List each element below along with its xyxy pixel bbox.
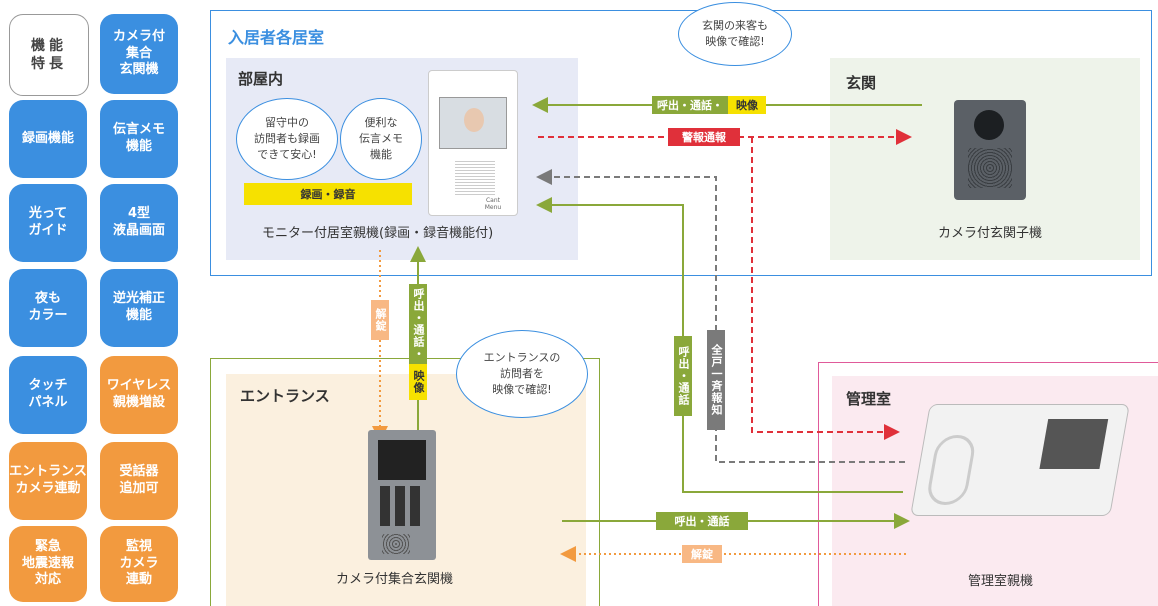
alarm-office-line [751,137,900,440]
office-unlock-label: 解錠 [682,545,722,563]
feature-tile: 監視 カメラ 連動 [100,526,178,602]
door-speaker [968,148,1012,188]
monitor-device: Cant Menu [428,70,518,216]
feature-tile: 4型 液晶画面 [100,184,178,262]
feature-tile: 夜も カラー [9,269,87,347]
entrance-hall-frame [210,358,600,606]
video-v-label: 映像 [409,364,427,400]
camera-lens [974,110,1004,140]
door-visitor-bubble: 玄関の来客も 映像で確認! [678,2,792,66]
feature-tile: 録画機能 [9,100,87,178]
memo-bubble: 便利な 伝言メモ 機能 [340,98,422,180]
door-camera-device [954,100,1026,200]
office-call-v-label: 呼出・通話 [674,336,692,416]
office-frame [818,362,1158,606]
video-label: 映像 [728,96,766,114]
entrance-hall-zone-title: エントランス [240,387,330,405]
room-zone-title: 部屋内 [238,70,284,88]
call-talk-v-label: 呼出・通話・ [409,284,427,364]
feature-tile: 受話器 追加可 [100,442,178,520]
door-camera-caption: カメラ付玄関子機 [938,226,1043,241]
residents-zone [210,10,1152,276]
handset [925,435,978,505]
entrance-visitor-bubble: エントランスの 訪問者を 映像で確認! [456,330,588,418]
all-notify-label: 全戸一斉報知 [707,330,725,430]
feature-legend: 機能 特長 [9,14,89,96]
feature-tile: 緊急 地震速報 対応 [9,526,87,602]
monitor-screen [439,97,507,149]
entrance-speaker [382,534,410,554]
all-notify-line [536,169,905,463]
speaker-grille [455,161,495,195]
office-unit-panel [1039,419,1109,469]
office-zone-title: 管理室 [846,390,892,408]
absence-bubble: 留守中の 訪問者も録画 できて安心! [236,98,338,180]
monitor-caption: モニター付居室親機(録画・録音機能付) [262,226,494,241]
entrance-office-label: 呼出・通話 [656,512,748,530]
feature-tile: 逆光補正 機能 [100,269,178,347]
unlock-v-label: 解錠 [371,300,389,340]
office-unit-device [910,404,1130,516]
rec-label: 録画・録音 [244,183,412,205]
call-talk-label: 呼出・通話・ [652,96,728,114]
feature-tile: タッチ パネル [9,356,87,434]
entrance-panel-caption: カメラ付集合玄関機 [336,572,454,587]
feature-tile: エントランス カメラ連動 [9,442,87,520]
feature-tile: 光って ガイド [9,184,87,262]
visitor-face [464,108,484,132]
alarm-label: 警報通報 [668,128,740,146]
entrance-screen [378,440,426,480]
feature-tile: 伝言メモ 機能 [100,100,178,178]
feature-tile: ワイヤレス 親機増設 [100,356,178,434]
entrance-panel-device [368,430,436,560]
keypad [380,486,424,526]
residents-zone-title: 入居者各居室 [228,28,325,47]
monitor-button-label: Cant Menu [484,197,502,211]
feature-tile: カメラ付 集合 玄関機 [100,14,178,94]
entrance-door-zone-title: 玄関 [846,74,877,92]
office-unit-caption: 管理室親機 [968,574,1034,589]
